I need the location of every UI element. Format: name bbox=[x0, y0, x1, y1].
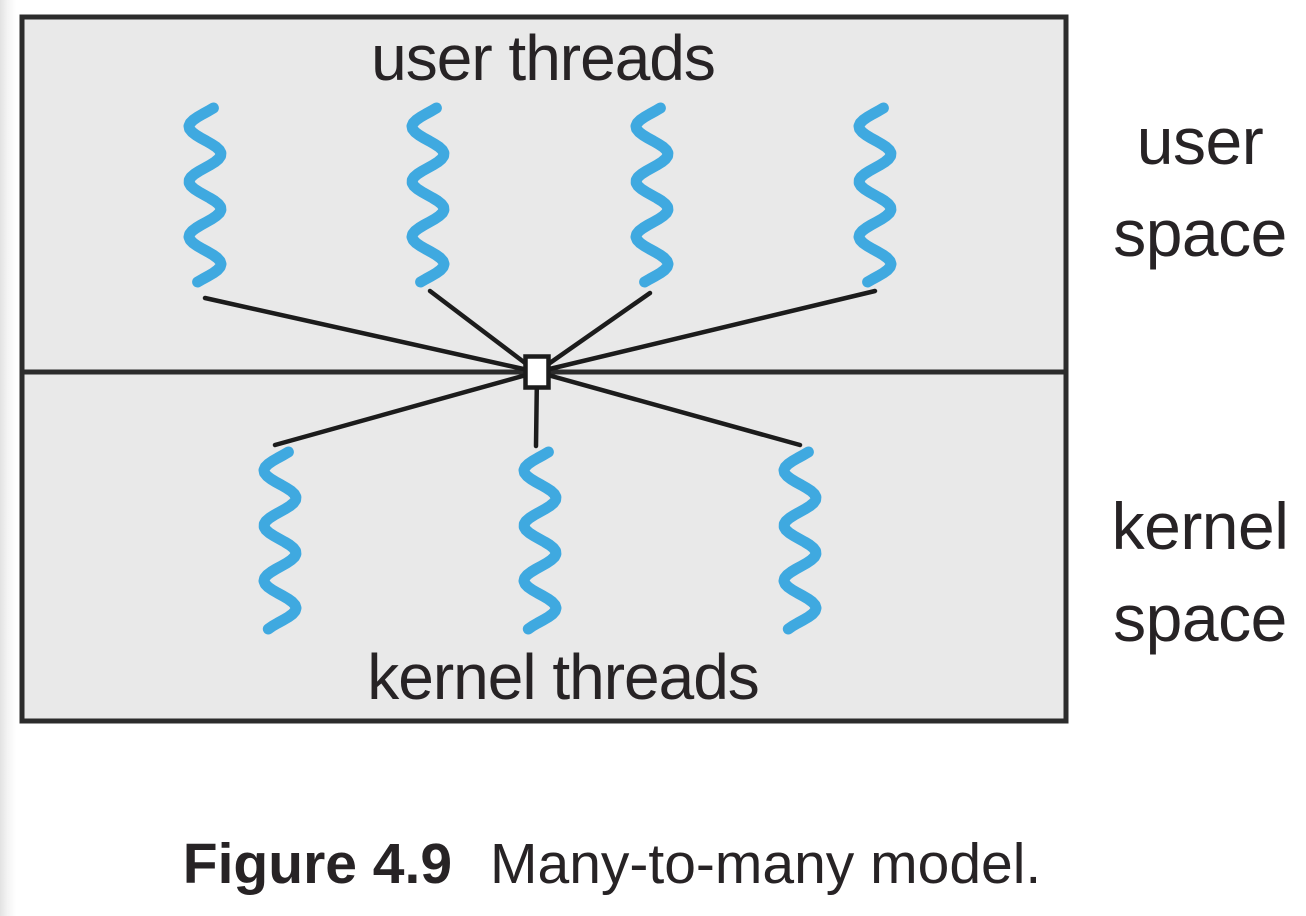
user-space-label-line2: space bbox=[1113, 196, 1287, 270]
mapping-line-7 bbox=[534, 369, 803, 448]
kernel-thread-2 bbox=[518, 446, 562, 635]
page-edge-shadow bbox=[0, 0, 16, 916]
user-thread-4 bbox=[853, 102, 897, 288]
user-thread-3 bbox=[630, 102, 674, 288]
kernel-space-label-line2: space bbox=[1113, 581, 1287, 655]
figure-caption-text: Many-to-many model. bbox=[490, 832, 1042, 896]
user-space-label: user space bbox=[1113, 95, 1287, 279]
pivot-square bbox=[523, 354, 551, 390]
mapping-line-1 bbox=[202, 295, 540, 375]
mapping-line-4 bbox=[534, 288, 878, 375]
user-thread-1 bbox=[183, 102, 227, 288]
user-thread-2 bbox=[406, 102, 450, 288]
user-threads-label: user threads bbox=[371, 22, 716, 94]
kernel-space-label-line1: kernel bbox=[1111, 489, 1289, 563]
kernel-thread-1 bbox=[258, 446, 302, 635]
kernel-thread-3 bbox=[778, 446, 822, 635]
mapping-line-5 bbox=[272, 369, 540, 448]
kernel-space-label: kernel space bbox=[1112, 480, 1289, 664]
mapping-line-2 bbox=[427, 288, 540, 375]
figure-caption-number: Figure 4.9 bbox=[182, 832, 453, 896]
mapping-line-3 bbox=[534, 290, 653, 375]
figure-caption: Figure 4.9 Many-to-many model. bbox=[183, 830, 1041, 898]
kernel-threads-label: kernel threads bbox=[367, 641, 760, 713]
user-space-label-line1: user bbox=[1136, 104, 1264, 178]
